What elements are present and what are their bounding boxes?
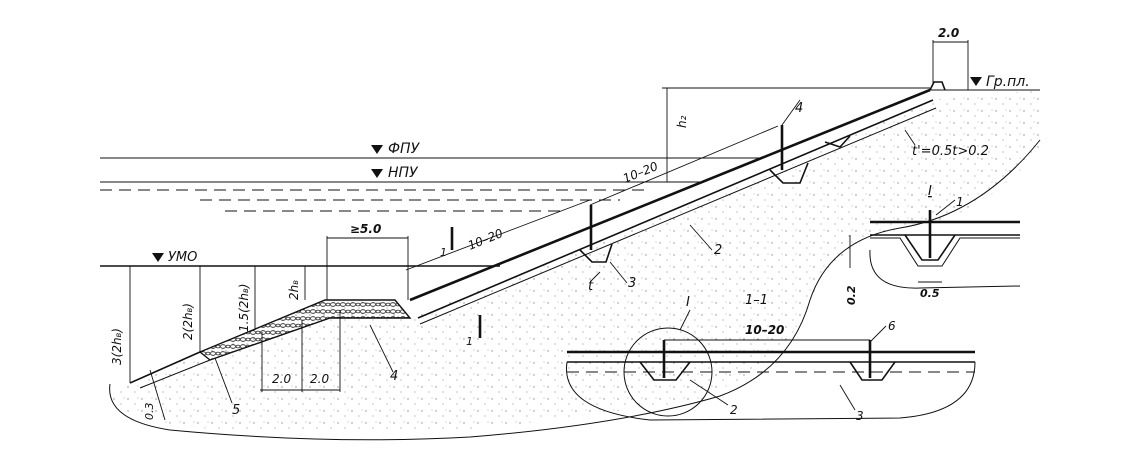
detail-key [904,234,956,261]
depth-3hb-close: ) [110,328,124,334]
section-1-1-title: 1–1 [745,293,768,308]
callout-2: 2 [714,243,722,258]
depth-3hb-label: 3(2hв) [110,328,124,365]
filter-line [419,107,937,325]
callout-5-leader [214,357,233,404]
slab-top-line [409,88,931,302]
section-key-left [639,361,691,381]
section-callout-6: 6 [888,319,896,333]
section-outline [566,361,976,421]
section-I-leader [679,309,691,331]
detail-I-title: I [928,184,932,199]
ground-label: Гр.пл. [986,74,1030,90]
detail-d02-label: 0.2 [845,285,858,305]
depth-2hb-close: ) [181,303,195,309]
section-mark-top-label: 1 [440,246,447,259]
callout-4a: 4 [795,101,803,116]
toe-slope [129,351,201,384]
detail-outline [869,249,1021,289]
key-upper [769,162,809,184]
t-formula-leader [904,129,916,146]
section-callout-2: 2 [730,403,738,417]
berm-min-label: ≥5.0 [350,222,381,236]
slab-bottom-line [417,99,934,319]
callout-4b-leader [369,324,394,373]
callout-2-leader [689,224,713,251]
t-label: t [588,279,594,294]
umo-label: УМО [168,250,197,265]
d20a-label: 2.0 [272,372,291,386]
depth-3hb-text: 3(2h [110,337,124,365]
umo-marker-icon [152,253,164,262]
main-section: ФПУ НПУ УМО Гр.пл. 2.0 [100,26,1041,441]
depth-15hb-text: 1.5(2h [237,293,251,332]
rubble-berm [198,299,412,361]
two-hb-sub: в [291,280,300,285]
depth-15hb-label: 1.5(2hв) [237,284,251,332]
depth-2hb-label: 2(2hв) [181,303,195,340]
callout-3: 3 [628,276,636,291]
callout-4b: 4 [390,369,398,384]
two-hb-label: 2hв [287,280,301,300]
spacing-lower-line [405,199,591,271]
depth-15hb-close: ) [237,284,251,290]
section-callout-3: 3 [856,409,864,423]
detail-d05-label: 0.5 [920,287,940,300]
section-c3-leader [839,384,856,411]
section-spacing-label: 10–20 [745,323,784,337]
detail-c1-leader [935,199,956,216]
npu-marker-icon [371,169,383,178]
d20b-label: 2.0 [310,372,329,386]
depth-2hb-sub: в [185,307,194,312]
callout-4a-leader [781,99,801,126]
detail-circle [623,327,713,417]
key-top [824,135,851,148]
depth-15hb-sub: в [241,288,250,293]
t-leader [589,271,601,283]
fpu-marker-icon [371,145,383,154]
section-c2-leader [689,379,729,406]
section-mark-bottom-label: 1 [466,335,473,348]
h2-label: h₂ [675,115,689,128]
two-hb-text: 2h [287,285,301,300]
soil-body [110,90,1040,433]
d03-label: 0.3 [143,403,156,421]
d03-line [149,369,166,421]
detail-callout-1: 1 [956,195,964,209]
section-c6-leader [869,325,887,343]
crest-edge [929,81,946,91]
depth-3hb-sub: в [114,332,123,337]
fpu-label: ФПУ [388,141,421,157]
callout-5: 5 [232,403,240,418]
detail-I: I 1 0.2 0.5 [845,184,1021,305]
toe-slope-under [139,359,211,389]
depth-2hb-text: 2(2h [181,312,195,340]
key-lower [579,243,613,263]
callout-3-leader [609,261,628,284]
section-1-1: 1–1 10–20 I 6 2 3 [566,293,976,423]
section-key-right [849,361,896,381]
npu-label: НПУ [388,165,419,181]
t-formula: t'=0.5t>0.2 [912,144,989,159]
section-I-label: I [686,295,690,310]
soil-outline [109,139,1041,441]
crest-width-label: 2.0 [938,26,959,40]
spacing-lower-label: 10–20 [466,226,505,253]
detail-filter [870,237,1020,267]
ground-marker-icon [970,77,982,86]
spacing-upper-line [589,125,779,206]
